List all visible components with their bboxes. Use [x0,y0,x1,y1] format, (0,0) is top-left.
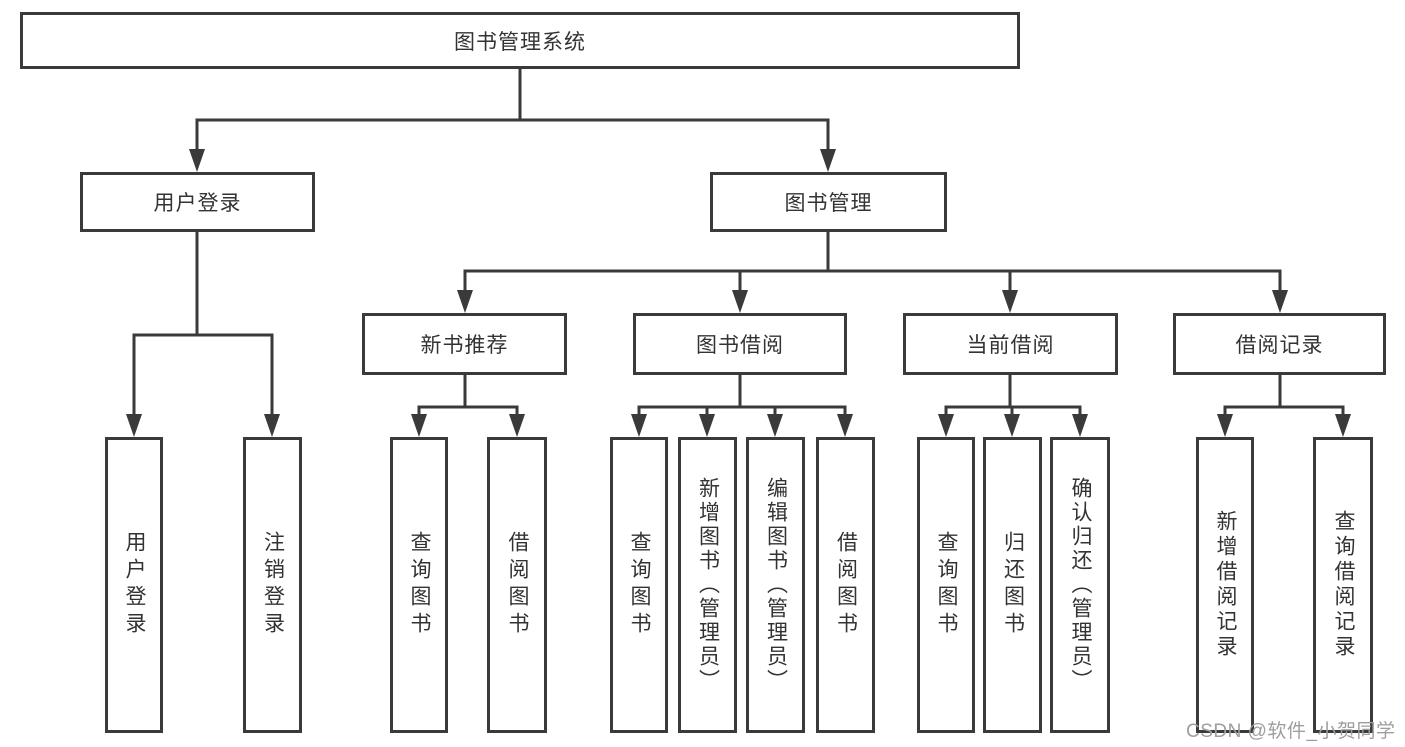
arrowhead [1217,414,1233,437]
node-current-borrow: 当前借阅 [903,313,1118,375]
arrowhead [457,290,473,313]
arrowhead [1272,290,1288,313]
arrowhead [767,414,783,437]
arrowhead [1004,414,1020,437]
leaf-return-book: 归还图书 [983,437,1042,733]
arrowhead [264,414,280,437]
leaf-user-login: 用户登录 [105,437,163,733]
arrowhead [938,414,954,437]
leaf-query-book-2: 查询图书 [610,437,668,733]
leaf-borrow-book-1: 借阅图书 [487,437,547,733]
arrowhead [1335,414,1351,437]
arrowhead [411,414,427,437]
leaf-query-book-3: 查询图书 [917,437,975,733]
arrowhead [1002,290,1018,313]
arrowhead [509,414,525,437]
arrowhead [1072,414,1088,437]
arrowhead [631,414,647,437]
arrowhead [189,149,205,172]
leaf-edit-book-admin: 编辑图书（管理员） [746,437,805,733]
leaf-query-book-1: 查询图书 [390,437,448,733]
node-book-management: 图书管理 [710,172,947,232]
arrowhead [837,414,853,437]
leaf-borrow-book-2: 借阅图书 [816,437,875,733]
leaf-confirm-return-admin: 确认归还（管理员） [1050,437,1110,733]
csdn-watermark: CSDN @软件_小贺同学 [1186,721,1396,742]
node-root-system: 图书管理系统 [20,12,1020,69]
node-user-login: 用户登录 [80,172,315,232]
leaf-query-borrow-record: 查询借阅记录 [1313,437,1373,733]
arrowhead [820,149,836,172]
arrowhead [699,414,715,437]
leaf-add-borrow-record: 新增借阅记录 [1196,437,1254,733]
leaf-add-book-admin: 新增图书（管理员） [678,437,737,733]
leaf-logout: 注销登录 [243,437,302,733]
arrowhead [126,414,142,437]
node-new-book-recommend: 新书推荐 [362,313,567,375]
node-book-borrow: 图书借阅 [633,313,847,375]
node-borrow-records: 借阅记录 [1173,313,1386,375]
arrowhead [732,290,748,313]
